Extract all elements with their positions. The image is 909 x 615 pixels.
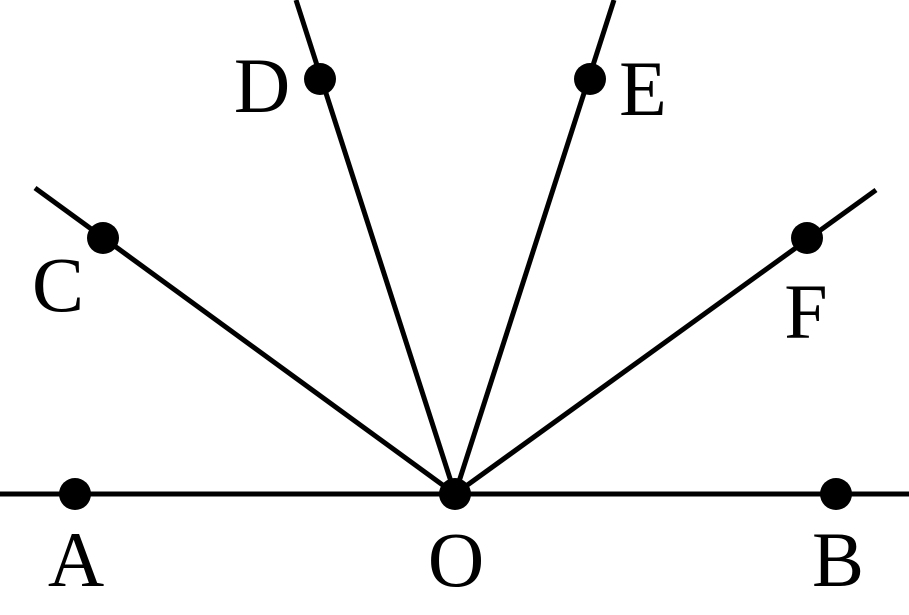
point-b <box>820 478 852 510</box>
label-b: B <box>812 516 864 603</box>
label-a: A <box>48 516 104 603</box>
label-c: C <box>32 241 84 328</box>
label-e: E <box>619 45 667 132</box>
point-a <box>59 478 91 510</box>
point-o <box>439 478 471 510</box>
point-d <box>304 63 336 95</box>
label-f: F <box>784 268 827 355</box>
point-f <box>791 222 823 254</box>
label-d: D <box>234 42 290 129</box>
label-o: O <box>428 516 484 603</box>
point-c <box>87 222 119 254</box>
point-e <box>574 63 606 95</box>
